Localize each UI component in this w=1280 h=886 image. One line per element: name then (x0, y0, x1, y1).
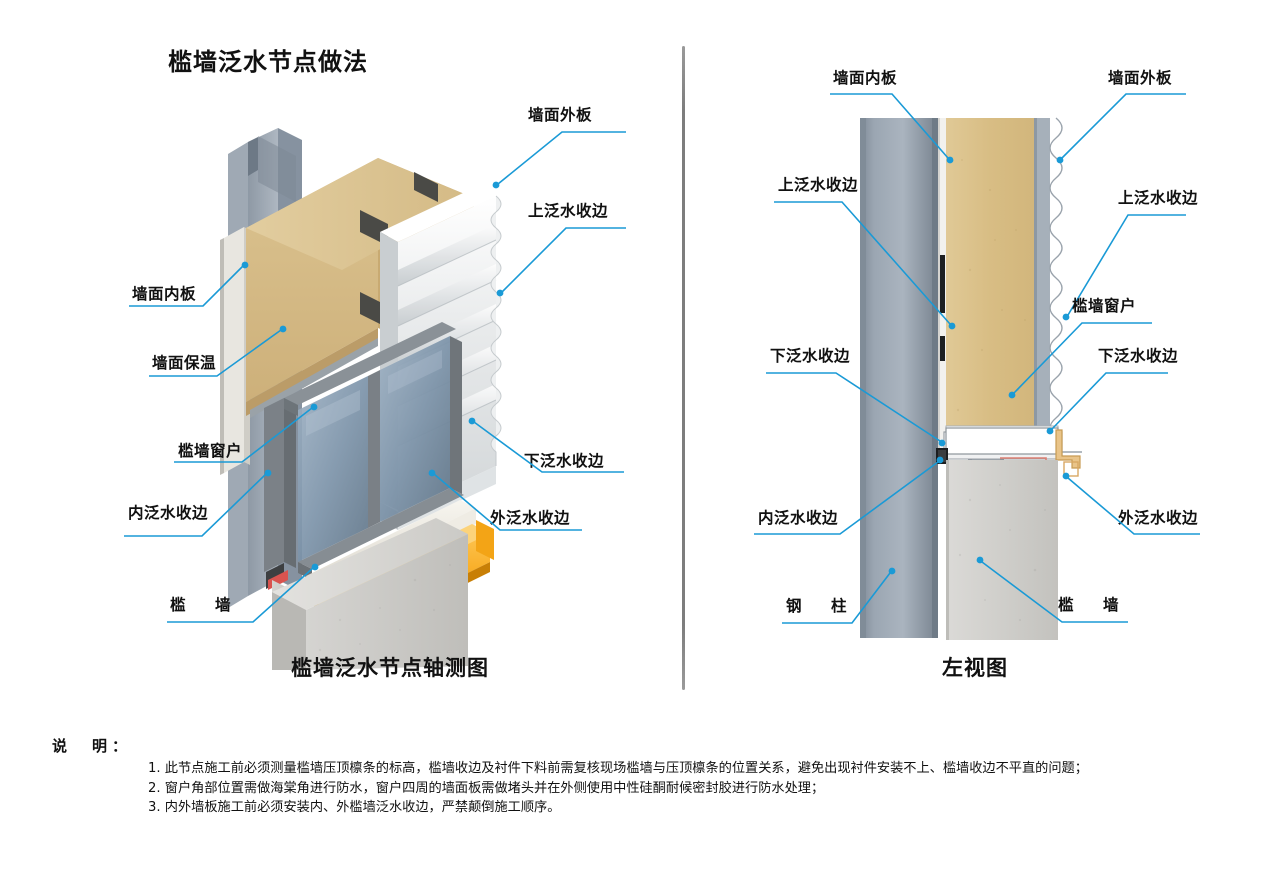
callout-right-wall-inner-panel: 墙面内板 (833, 69, 898, 87)
note-item: 2. 窗户角部位置需做海棠角进行防水，窗户四周的墙面板需做堵头并在外侧使用中性硅… (148, 780, 825, 796)
right-section-drawing (860, 117, 1082, 640)
callout-right-wall-outer-panel: 墙面外板 (1108, 69, 1173, 87)
callout-right-inner-flashing: 内泛水收边 (758, 509, 839, 527)
callout-right-upper-flashing-right: 上泛水收边 (1118, 189, 1199, 207)
callout-right-upper-flashing-left: 上泛水收边 (778, 176, 859, 194)
callout-right-sill-wall: 槛 墙 (1058, 596, 1126, 614)
callout-right-outer-flashing: 外泛水收边 (1118, 509, 1199, 527)
callout-right-sill-window: 槛墙窗户 (1072, 297, 1137, 315)
note-item: 1. 此节点施工前必须测量槛墙压顶檩条的标高，槛墙收边及衬件下料前需复核现场槛墙… (148, 761, 1088, 776)
callout-right-steel-column: 钢 柱 (786, 597, 854, 615)
callout-left-upper-flashing: 上泛水收边 (528, 202, 609, 220)
notes-list: 1. 此节点施工前必须测量槛墙压顶檩条的标高，槛墙收边及衬件下料前需复核现场槛墙… (52, 759, 1232, 818)
left-isometric-drawing (220, 128, 502, 670)
notes-block: 说 明： 1. 此节点施工前必须测量槛墙压顶檩条的标高，槛墙收边及衬件下料前需复… (52, 735, 1232, 818)
left-view-caption: 槛墙泛水节点轴测图 (291, 656, 489, 680)
callout-left-sill-wall: 槛 墙 (170, 596, 238, 614)
callout-left-wall-inner-panel: 墙面内板 (132, 285, 197, 303)
view-divider (682, 46, 685, 690)
callout-left-inner-flashing: 内泛水收边 (128, 504, 209, 522)
note-item: 3. 内外墙板施工前必须安装内、外槛墙泛水收边，严禁颠倒施工顺序。 (148, 800, 561, 815)
callout-right-lower-flashing-left: 下泛水收边 (770, 347, 851, 365)
callout-left-sill-window: 槛墙窗户 (178, 442, 243, 460)
callout-right-lower-flashing-right: 下泛水收边 (1098, 347, 1179, 365)
callout-left-lower-flashing: 下泛水收边 (524, 452, 605, 470)
callout-left-wall-insulation: 墙面保温 (152, 354, 217, 372)
page-title: 槛墙泛水节点做法 (168, 48, 368, 76)
notes-heading: 说 明： (52, 737, 133, 755)
callout-left-outer-flashing: 外泛水收边 (490, 509, 571, 527)
right-view-caption: 左视图 (942, 656, 1008, 680)
callout-left-wall-outer-panel: 墙面外板 (528, 106, 593, 124)
